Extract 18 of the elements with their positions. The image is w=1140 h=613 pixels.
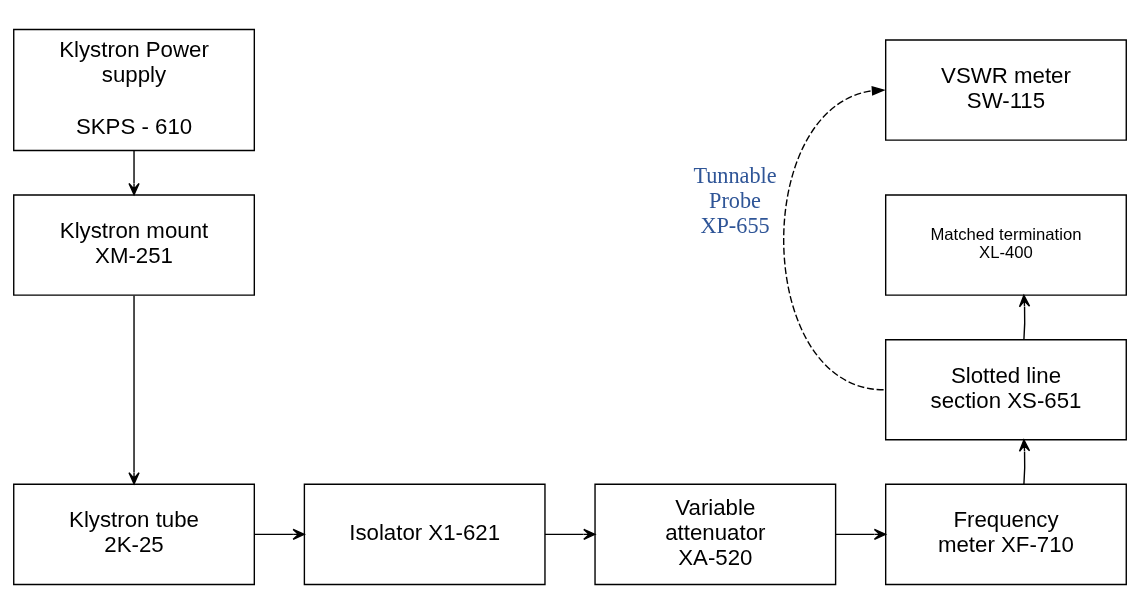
arrow (128, 294, 140, 485)
arrow (544, 528, 596, 540)
arrow (783, 85, 886, 390)
arrow (834, 528, 887, 540)
arrow (128, 149, 140, 195)
node-box: Isolator X1-621 (303, 483, 546, 585)
node-box: Slotted line section XS-651 (885, 338, 1127, 440)
node-box: Klystron tube 2K-25 (13, 483, 255, 585)
arrow (1018, 294, 1031, 340)
node-box: Variable attenuator XA-520 (594, 483, 837, 585)
node-box: Matched termination XL-400 (885, 193, 1127, 296)
edge-label: Tunnable Probe XP-655 (693, 162, 777, 238)
node-box: Klystron mount XM-251 (13, 193, 255, 296)
arrow (1018, 438, 1031, 485)
node-box: Klystron Power supply SKPS - 610 (13, 28, 255, 151)
arrow (253, 528, 305, 540)
node-box: VSWR meter SW-115 (885, 38, 1127, 141)
node-box: Frequency meter XF-710 (885, 483, 1127, 585)
